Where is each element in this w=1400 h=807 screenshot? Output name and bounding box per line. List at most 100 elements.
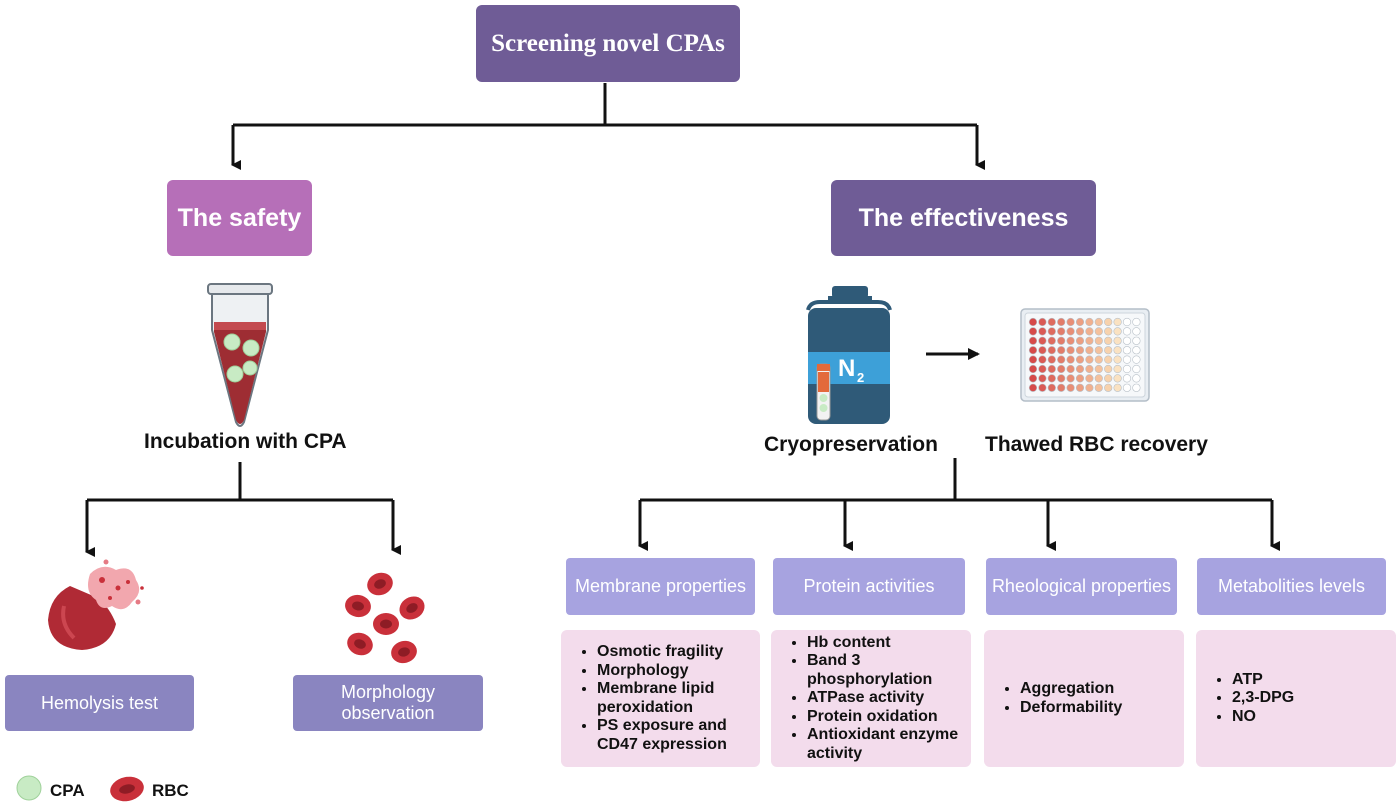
well: [1057, 383, 1066, 392]
well: [1094, 364, 1103, 374]
well: [1047, 317, 1056, 327]
well: [1075, 317, 1085, 327]
well: [1132, 336, 1141, 345]
well: [1066, 383, 1075, 392]
morphology-observation-label: Morphology observation: [340, 682, 436, 723]
metabolities-list: ATP 2,3-DPG NO: [1210, 671, 1294, 727]
well: [1085, 317, 1094, 327]
well: [1122, 327, 1132, 336]
legend-cpa-label: CPA: [50, 781, 85, 800]
well: [1038, 327, 1047, 336]
well: [1057, 374, 1066, 383]
title-box: Screening novel CPAs: [476, 5, 740, 82]
rbc-cell: [367, 572, 393, 596]
well: [1094, 374, 1103, 383]
well: [1038, 374, 1047, 383]
category-membrane-label: Membrane properties: [574, 576, 747, 596]
category-rheological-box: Rheological properties: [986, 558, 1177, 615]
well: [1047, 364, 1056, 374]
membrane-list-box: Osmotic fragility Morphology Membrane li…: [561, 630, 760, 767]
well: [1104, 355, 1113, 364]
cryopreservation-caption: Cryopreservation: [764, 433, 938, 456]
well: [1122, 355, 1132, 364]
well: [1057, 346, 1066, 355]
effectiveness-box: The effectiveness: [831, 180, 1096, 256]
well: [1113, 336, 1122, 345]
well: [1028, 336, 1038, 345]
list-item: Protein oxidation: [807, 708, 971, 727]
well: [1094, 317, 1103, 327]
well: [1113, 374, 1122, 383]
list-item: Deformability: [1020, 699, 1122, 718]
tank-label-sub: 2: [857, 370, 864, 385]
well: [1066, 327, 1075, 336]
protein-list-box: Hb content Band 3 phosphorylation ATPase…: [771, 630, 971, 767]
well: [1028, 364, 1038, 374]
well: [1038, 364, 1047, 374]
legend-rbc-label: RBC: [152, 781, 189, 800]
well: [1057, 336, 1066, 345]
well: [1094, 336, 1103, 345]
well: [1075, 364, 1085, 374]
list-item: Osmotic fragility: [597, 643, 760, 662]
well: [1085, 355, 1094, 364]
list-item: Morphology: [597, 662, 760, 681]
list-item: Band 3 phosphorylation: [807, 652, 971, 689]
well: [1085, 346, 1094, 355]
well: [1132, 355, 1141, 364]
well: [1104, 346, 1113, 355]
well: [1066, 364, 1075, 374]
well: [1113, 317, 1122, 327]
well: [1094, 327, 1103, 336]
well-plate-icon: [1020, 308, 1150, 402]
well: [1122, 317, 1132, 327]
effectiveness-label: The effectiveness: [858, 203, 1069, 232]
metabolities-list-box: ATP 2,3-DPG NO: [1196, 630, 1396, 767]
well: [1028, 327, 1038, 336]
well: [1132, 364, 1141, 374]
well: [1094, 355, 1103, 364]
well: [1132, 374, 1141, 383]
well: [1038, 336, 1047, 345]
category-metabolities-label: Metabolities levels: [1217, 576, 1366, 596]
list-item: Aggregation: [1020, 680, 1122, 699]
rheological-list: Aggregation Deformability: [998, 680, 1122, 717]
well: [1122, 383, 1132, 392]
well: [1075, 383, 1085, 392]
well: [1047, 374, 1056, 383]
well: [1075, 374, 1085, 383]
rbc-icon: [110, 776, 144, 802]
tank-label-main: N: [838, 355, 855, 382]
morphology-observation-box: Morphology observation: [293, 675, 483, 731]
well: [1104, 336, 1113, 345]
well: [1132, 383, 1141, 392]
well: [1113, 346, 1122, 355]
list-item: ATP: [1232, 671, 1294, 690]
well: [1075, 355, 1085, 364]
well: [1085, 383, 1094, 392]
well: [1028, 383, 1038, 392]
well: [1038, 383, 1047, 392]
well: [1113, 383, 1122, 392]
category-protein-box: Protein activities: [773, 558, 965, 615]
thawed-recovery-caption: Thawed RBC recovery: [985, 433, 1208, 456]
well: [1066, 355, 1075, 364]
well: [1066, 374, 1075, 383]
well: [1057, 327, 1066, 336]
well: [1104, 364, 1113, 374]
rbc-cell: [391, 640, 417, 664]
well: [1066, 317, 1075, 327]
cpa-circle-icon: [16, 775, 42, 801]
rbc-cell: [347, 632, 373, 656]
well: [1104, 327, 1113, 336]
well: [1028, 317, 1038, 327]
hemolysis-test-box: Hemolysis test: [5, 675, 194, 731]
well: [1075, 327, 1085, 336]
test-tube-icon: [207, 283, 273, 427]
category-metabolities-box: Metabolities levels: [1197, 558, 1386, 615]
well: [1047, 346, 1056, 355]
well: [1104, 317, 1113, 327]
well: [1113, 364, 1122, 374]
well: [1094, 346, 1103, 355]
well: [1113, 327, 1122, 336]
